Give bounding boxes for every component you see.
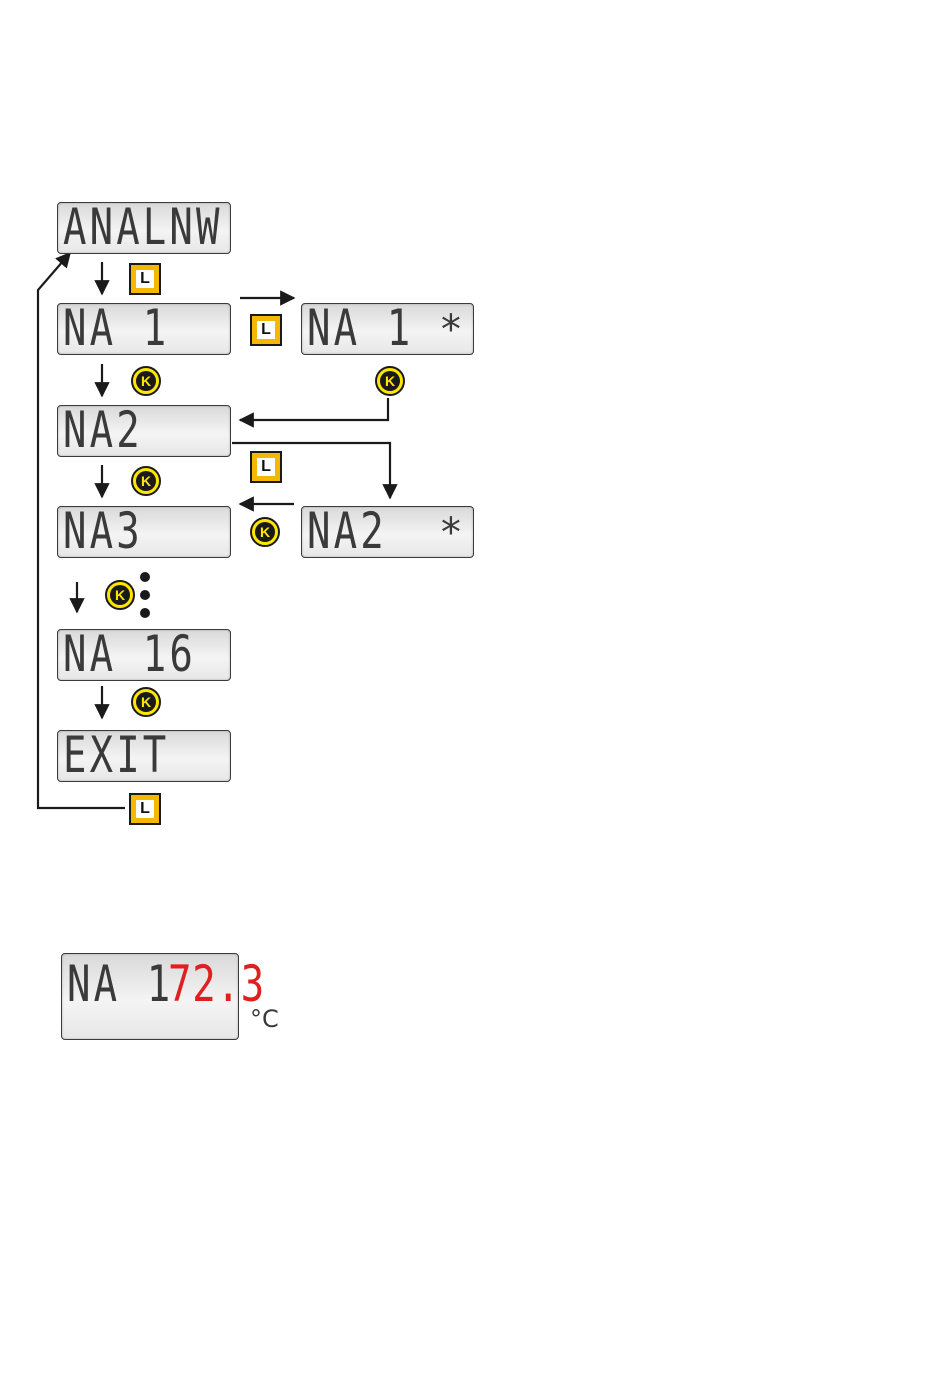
display-na2-edit-marker: * [439,507,463,559]
ellipsis-dot [140,572,150,582]
display-reading: NA 1 72.3 °C [61,953,239,1040]
display-na16: NA 16 [57,629,231,681]
ellipsis-dot [140,608,150,618]
reading-unit: °C [250,1006,279,1032]
l-key-icon-4: L [129,793,161,825]
k-key-label: K [136,692,156,712]
k-key-icon-4: K [250,517,280,547]
l-key-icon-3: L [250,451,282,483]
l-key-label: L [136,800,154,818]
display-exit-text: EXIT [63,729,169,781]
l-key-label: L [136,270,154,288]
l-key-icon-1: L [129,263,161,295]
k-key-label: K [110,585,130,605]
k-key-label: K [136,471,156,491]
display-na1-edit-marker: * [439,304,463,356]
display-na1-edit: NA 1 * [301,303,474,355]
display-na1-text: NA 1 [63,302,169,354]
display-na1: NA 1 [57,303,231,355]
ellipsis-dot [140,590,150,600]
l-key-label: L [257,321,275,339]
display-exit: EXIT [57,730,231,782]
k-key-label: K [136,371,156,391]
k-key-icon-2: K [375,366,405,396]
k-key-icon-6: K [131,687,161,717]
l-key-label: L [257,458,275,476]
reading-value: 72.3 [168,958,265,1010]
display-na2: NA2 [57,405,231,457]
k-key-icon-3: K [131,466,161,496]
arrow-edit1-to-na2 [240,398,388,420]
display-na16-text: NA 16 [63,628,196,680]
reading-label: NA 1 [67,958,173,1010]
display-analnw-text: ANALNW [63,201,223,253]
k-key-label: K [255,522,275,542]
l-key-icon-2: L [250,314,282,346]
display-na2-edit: NA2 * [301,506,474,558]
k-key-icon-1: K [131,366,161,396]
display-na1-edit-text: NA 1 [307,302,413,354]
display-na2-text: NA2 [63,404,143,456]
k-key-icon-5: K [105,580,135,610]
display-na3: NA3 [57,506,231,558]
k-key-label: K [380,371,400,391]
display-na2-edit-text: NA2 [307,505,387,557]
display-na3-text: NA3 [63,505,143,557]
display-analnw: ANALNW [57,202,231,254]
